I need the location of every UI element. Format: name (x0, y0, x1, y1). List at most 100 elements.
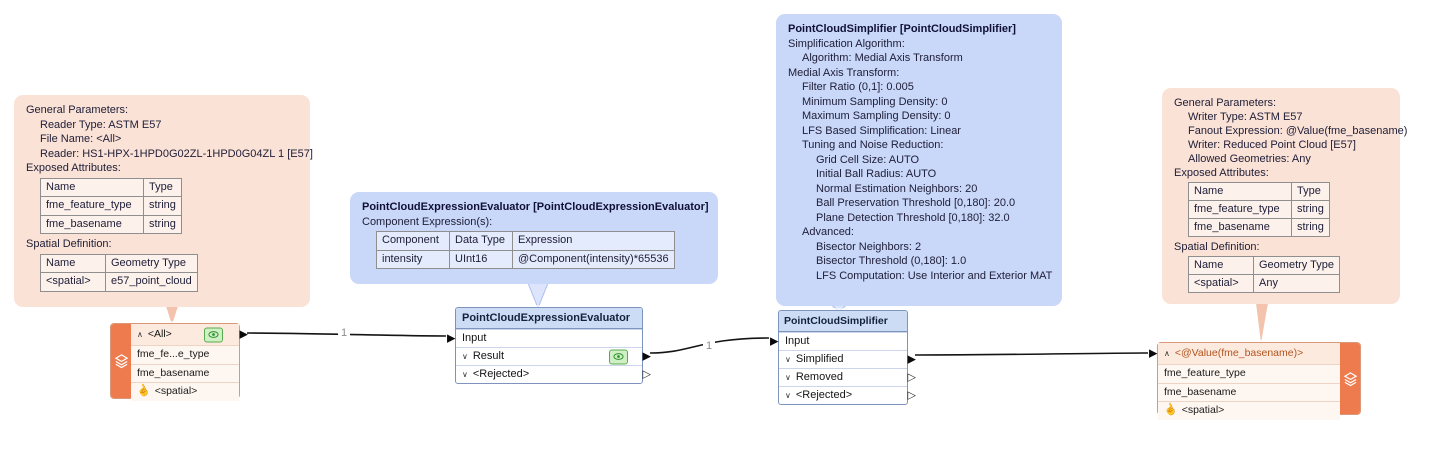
chevron-down-icon[interactable]: ∨ (785, 373, 791, 382)
port-label: Input (785, 335, 810, 347)
port-row-removed[interactable]: ∨ Removed ▷ (779, 368, 916, 386)
attribute-row[interactable]: fme_fe...e_type (131, 345, 239, 364)
simplifier-node-title: PointCloudSimplifier (784, 315, 888, 327)
evaluator-node-title: PointCloudExpressionEvaluator (462, 312, 631, 324)
note-line: Algorithm: Medial Axis Transform (802, 52, 963, 64)
port-label: <Rejected> (472, 368, 530, 380)
annotation-leader-writer (1256, 303, 1268, 343)
port-row-result[interactable]: ∨ Result ▶ (456, 347, 651, 365)
table-cell: string (1291, 200, 1330, 219)
output-port-connected[interactable]: ▶ (239, 328, 248, 340)
table-cell: intensity (376, 249, 450, 269)
table-header-cell: Component (376, 231, 450, 251)
port-row-rejected[interactable]: ∨ <Rejected> ▷ (456, 365, 651, 383)
table-cell: string (143, 214, 182, 234)
table-cell: UInt16 (449, 249, 513, 269)
note-title: PointCloudExpressionEvaluator [PointClou… (362, 201, 709, 213)
writer-node-header[interactable]: ▶ ∧ <@Value(fme_basename)> (1149, 343, 1340, 364)
output-port-connected[interactable]: ▶ (642, 350, 651, 362)
note-line: Normal Estimation Neighbors: 20 (816, 182, 978, 195)
inspect-eye-icon[interactable] (609, 349, 628, 364)
table-cell: <spatial> (40, 272, 106, 292)
node-pointcloudsimplifier[interactable]: PointCloudSimplifier ▶ Input ∨ Simplifie… (770, 310, 916, 405)
collapse-caret-icon[interactable]: ∧ (1164, 349, 1170, 358)
table-header-cell: Type (1291, 182, 1330, 201)
input-port-connected[interactable]: ▶ (770, 335, 779, 347)
chevron-down-icon[interactable]: ∨ (785, 391, 791, 400)
port-row-input[interactable]: ▶ Input (447, 329, 642, 347)
note-line: Filter Ratio (0,1]: 0.005 (802, 81, 914, 93)
attribute-row[interactable]: fme_feature_type (1158, 364, 1340, 383)
output-port-unconnected[interactable]: ▷ (642, 368, 651, 380)
input-port-connected[interactable]: ▶ (447, 332, 456, 344)
component-expression-table: Component Data Type Expression intensity… (376, 231, 675, 269)
annotation-simplifier-params[interactable]: PointCloudSimplifier [PointCloudSimplifi… (776, 14, 1062, 306)
layers-icon (114, 354, 128, 369)
wire-simplifier-to-writer[interactable] (914, 352, 1149, 356)
chevron-down-icon[interactable]: ∨ (462, 352, 468, 361)
note-line: LFS Computation: Use Interior and Exteri… (816, 269, 1053, 282)
port-label: Removed (795, 371, 843, 383)
chevron-down-icon[interactable]: ∨ (462, 370, 468, 379)
attribute-label: fme_basename (137, 366, 210, 379)
node-reader-feature-type[interactable]: ∧<All> ▶ fme_fe...e_type fme_basename ☝<… (110, 323, 248, 401)
note-line: Reader: HS1-HPX-1HPD0G02ZL-1HPD0G04ZL 1 … (40, 147, 313, 160)
spatial-row[interactable]: ☝<spatial> (1158, 401, 1340, 420)
evaluator-node-header[interactable]: PointCloudExpressionEvaluator (456, 308, 642, 329)
output-port-unconnected[interactable]: ▷ (907, 389, 916, 401)
port-row-input[interactable]: ▶ Input (770, 332, 907, 350)
note-heading: Spatial Definition: (1174, 241, 1260, 253)
note-line: Maximum Sampling Density: 0 (802, 110, 951, 122)
spatial-row[interactable]: ☝<spatial> (131, 382, 239, 401)
note-heading: General Parameters: (26, 104, 129, 116)
spatial-label: <spatial> (1181, 404, 1225, 416)
table-cell: fme_basename (40, 214, 144, 234)
attribute-row[interactable]: fme_basename (131, 363, 239, 382)
table-cell: string (1291, 218, 1330, 237)
note-line: File Name: <All> (40, 133, 122, 145)
port-label: Result (472, 350, 505, 362)
simplifier-node-header[interactable]: PointCloudSimplifier (779, 311, 907, 332)
node-pointcloudexpressionevaluator[interactable]: PointCloudExpressionEvaluator ▶ Input ∨ … (447, 307, 651, 384)
inspect-eye-icon[interactable] (204, 327, 223, 342)
reader-node-header[interactable]: ∧<All> ▶ (131, 324, 248, 345)
output-port-connected[interactable]: ▶ (907, 353, 916, 365)
annotation-reader-params[interactable]: General Parameters: Reader Type: ASTM E5… (14, 95, 313, 307)
table-header-cell: Type (143, 177, 182, 197)
table-header-cell: Name (40, 253, 106, 273)
table-cell: fme_basename (1188, 218, 1292, 237)
table-header-cell: Name (1188, 182, 1292, 201)
port-row-simplified[interactable]: ∨ Simplified ▶ (779, 350, 916, 368)
table-header-cell: Expression (512, 231, 675, 251)
annotation-leader-evaluator (527, 282, 549, 310)
table-header-cell: Name (1188, 256, 1254, 275)
collapse-caret-icon[interactable]: ∧ (137, 330, 143, 339)
wire-count-label: 1 (703, 340, 716, 352)
feature-type-sidebar (111, 324, 131, 398)
attribute-row[interactable]: fme_basename (1158, 382, 1340, 401)
writer-node-title: <@Value(fme_basename)> (1174, 347, 1304, 359)
note-line: Bisector Neighbors: 2 (816, 240, 922, 253)
note-line: Writer Type: ASTM E57 (1188, 111, 1303, 123)
note-line: Ball Preservation Threshold [0,180]: 20.… (816, 197, 1016, 209)
note-line: Plane Detection Threshold [0,180]: 32.0 (816, 211, 1010, 224)
output-port-unconnected[interactable]: ▷ (907, 371, 916, 383)
exposed-attributes-table: Name Type fme_feature_type string fme_ba… (1188, 182, 1330, 237)
table-cell: fme_feature_type (1188, 200, 1292, 219)
annotation-evaluator-params[interactable]: PointCloudExpressionEvaluator [PointClou… (350, 192, 718, 284)
note-line: Medial Axis Transform: (788, 66, 900, 79)
attribute-label: fme_fe...e_type (137, 348, 210, 360)
spatial-definition-table: Name Geometry Type <spatial> e57_point_c… (40, 253, 198, 292)
note-line: Initial Ball Radius: AUTO (816, 168, 937, 180)
chevron-down-icon[interactable]: ∨ (785, 355, 791, 364)
annotation-writer-params[interactable]: General Parameters: Writer Type: ASTM E5… (1162, 88, 1407, 304)
note-line: Writer: Reduced Point Cloud [E57] (1188, 139, 1356, 151)
spatial-hand-icon: ☝ (134, 382, 153, 400)
input-port-connected[interactable]: ▶ (1149, 347, 1158, 359)
node-writer-feature-type[interactable]: ▶ ∧ <@Value(fme_basename)> fme_feature_ty… (1149, 342, 1361, 420)
feature-type-sidebar (1340, 343, 1360, 414)
spatial-hand-icon: ☝ (1161, 401, 1180, 419)
port-row-rejected[interactable]: ∨ <Rejected> ▷ (779, 386, 916, 404)
note-line: Simplification Algorithm: (788, 37, 905, 50)
